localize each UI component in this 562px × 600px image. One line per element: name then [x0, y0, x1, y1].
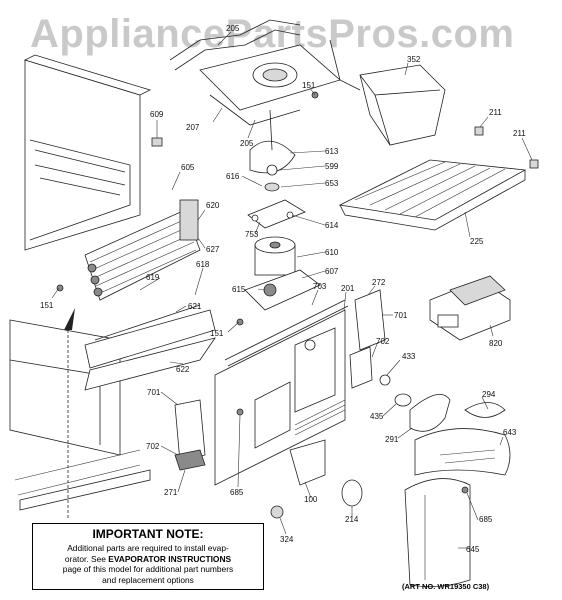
note-title: IMPORTANT NOTE:: [92, 527, 204, 541]
light-shield: [409, 393, 506, 432]
part-label-618: 618: [196, 260, 210, 269]
shelf-screws: [474, 126, 539, 169]
part-label-701-right: 701: [394, 311, 408, 320]
part-label-685-right: 685: [479, 515, 493, 524]
defrost-heater: [84, 304, 216, 391]
part-label-614: 614: [325, 221, 339, 230]
important-note-box: IMPORTANT NOTE: Additional parts are req…: [32, 523, 264, 590]
note-evaporator-instructions: EVAPORATOR INSTRUCTIONS: [108, 553, 232, 564]
part-label-643: 643: [503, 428, 517, 437]
part-label-271: 271: [164, 488, 178, 497]
part-label-352: 352: [407, 55, 421, 64]
part-label-702-left: 702: [146, 442, 160, 451]
watermark-text: AppliancePartsPros.com: [30, 12, 515, 56]
part-label-645: 645: [466, 545, 480, 554]
note-line-3: page of this model for additional part n…: [62, 564, 234, 574]
part-label-294: 294: [482, 390, 496, 399]
ice-maker: [429, 275, 511, 341]
control-knob: [341, 479, 363, 507]
leader-lines: [51, 31, 533, 549]
part-label-615: 615: [232, 285, 246, 294]
part-label-610: 610: [325, 248, 339, 257]
part-label-685-center: 685: [230, 488, 244, 497]
note-line-2: orator. See EVAPORATOR INSTRUCTIONS: [33, 554, 263, 565]
part-label-599: 599: [325, 162, 339, 171]
part-label-622: 622: [176, 365, 190, 374]
note-line-1: Additional parts are required to install…: [67, 543, 229, 553]
part-label-151-top: 151: [302, 81, 316, 90]
part-label-703: 703: [313, 282, 327, 291]
part-label-205: 205: [240, 139, 254, 148]
art-number: (ART NO. WR19350 C38): [402, 582, 490, 591]
part-label-211-a: 211: [489, 108, 502, 117]
air-duct-right: [349, 289, 386, 389]
part-label-605: 605: [181, 163, 195, 172]
part-label-225: 225: [470, 237, 484, 246]
note-line-4: and replacement options: [102, 574, 194, 585]
part-label-433: 433: [402, 352, 416, 361]
light-housing: [414, 428, 511, 476]
evaporator-pointer-arrow: [64, 308, 75, 520]
part-label-435: 435: [370, 412, 384, 421]
part-label-214: 214: [345, 515, 359, 524]
fasteners: [56, 91, 469, 519]
part-label-291: 291: [385, 435, 399, 444]
part-label-100: 100: [304, 495, 318, 504]
part-label-702-right: 702: [376, 337, 390, 346]
part-label-701-left: 701: [147, 388, 161, 397]
part-label-207: 207: [186, 123, 200, 132]
fan-shroud-cover: [214, 299, 349, 486]
part-label-211-b: 211: [513, 129, 526, 138]
part-label-653: 653: [325, 179, 339, 188]
evaporator-fan-assembly: [244, 109, 321, 311]
part-label-820: 820: [489, 339, 503, 348]
part-label-609: 609: [150, 110, 164, 119]
part-label-324: 324: [280, 535, 294, 544]
air-duct-left: [174, 399, 206, 471]
light-socket-bulb: [379, 374, 412, 407]
part-label-627: 627: [206, 245, 220, 254]
part-label-620: 620: [206, 201, 220, 210]
part-label-613: 613: [325, 147, 339, 156]
note-line-2-text: orator. See: [64, 553, 109, 564]
air-duct-assembly: [169, 19, 361, 126]
part-label-201: 201: [341, 284, 355, 293]
part-label-272: 272: [372, 278, 386, 287]
part-label-151-left: 151: [40, 301, 54, 310]
part-number-labels: 205 207 205 151 352 211 211 609 613 599 …: [40, 24, 526, 554]
door-switch-housing: [289, 439, 326, 486]
part-label-607: 607: [325, 267, 339, 276]
part-label-619: 619: [146, 273, 160, 282]
part-label-621: 621: [188, 302, 202, 311]
part-label-616: 616: [226, 172, 240, 181]
part-label-151-mid: 151: [210, 329, 224, 338]
part-label-205-top: 205: [226, 24, 240, 33]
ice-bucket: [359, 64, 446, 146]
part-label-753: 753: [245, 230, 259, 239]
wire-shelf: [338, 159, 527, 231]
light-cover: [404, 478, 471, 588]
